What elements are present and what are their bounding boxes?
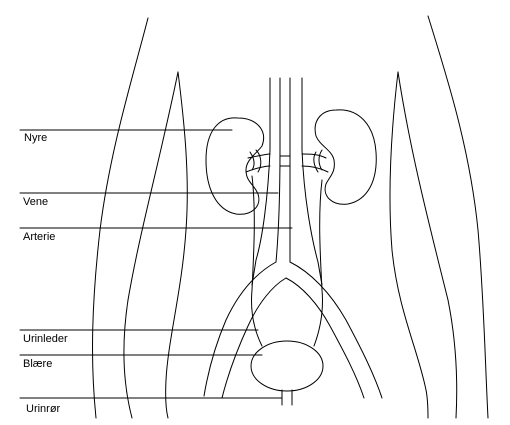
right-arm-inner	[389, 71, 429, 419]
label-kidney: Nyre	[24, 132, 48, 144]
left-arm-outer	[123, 71, 179, 419]
renal-vessel-center	[279, 155, 291, 167]
left-kidney	[205, 117, 264, 215]
leader-lines	[19, 129, 293, 399]
label-ureter: Urinleder	[23, 333, 68, 345]
iliac-right-outer	[289, 261, 383, 399]
iliac-vessels	[203, 261, 383, 399]
vena-cava-right-wall	[275, 77, 281, 263]
renal-vessels	[245, 153, 329, 173]
label-artery: Arterie	[23, 231, 56, 243]
left-kidney-hilum	[249, 149, 262, 173]
label-bladder: Blære	[23, 358, 53, 370]
kidneys	[205, 109, 377, 215]
right-kidney-hilum	[313, 149, 323, 173]
torso-left-outline	[92, 17, 149, 419]
bladder	[250, 340, 324, 392]
left-ureter	[251, 175, 263, 347]
iliac-right-inner	[285, 277, 365, 399]
aorta-right-wall	[301, 77, 323, 286]
torso-right-outline	[427, 15, 489, 419]
urethra	[281, 389, 293, 406]
right-arm-outer	[397, 71, 458, 419]
iliac-left-outer	[203, 261, 277, 397]
right-kidney	[314, 109, 377, 205]
iliac-left-inner	[221, 277, 287, 399]
vena-cava-left-wall	[251, 77, 271, 286]
bladder-group	[250, 340, 324, 406]
label-urethra: Urinrør	[26, 403, 61, 415]
body-outline	[92, 15, 489, 419]
right-ureter	[313, 179, 323, 347]
left-arm-inner	[165, 71, 188, 419]
renal-vessel-right-upper	[301, 153, 327, 159]
great-vessels	[251, 77, 323, 286]
renal-vessel-left-upper	[247, 153, 271, 159]
label-vein: Vene	[23, 196, 49, 208]
ureters	[251, 175, 323, 347]
